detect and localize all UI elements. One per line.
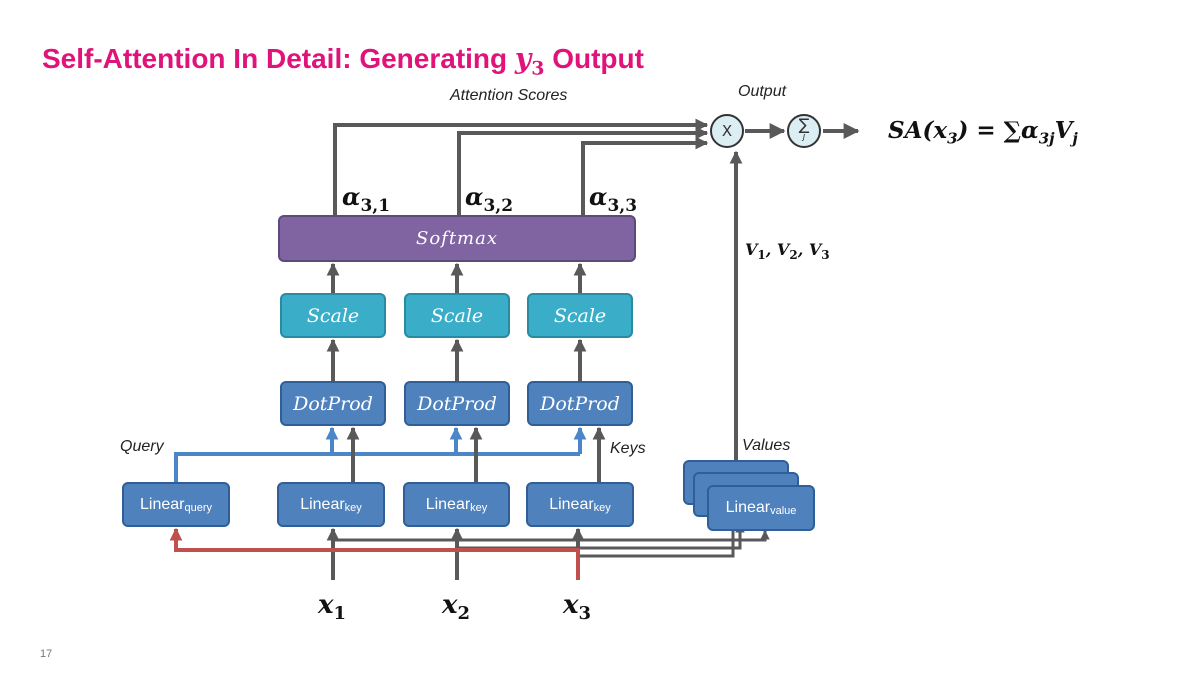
output-formula: SA(x3) = ∑α3jVj (888, 117, 1078, 148)
multiply-node: X (710, 114, 744, 148)
dotprod-box-1: DotProd (280, 381, 386, 426)
values-label: Values (742, 437, 791, 454)
input-x3: x3 (563, 590, 592, 625)
alpha-31-label: α3,1 (342, 182, 391, 216)
input-x2: x2 (442, 590, 471, 625)
page-number: 17 (40, 648, 53, 660)
output-label: Output (738, 83, 787, 100)
scale-box-1: Scale (280, 293, 386, 338)
scale-box-2: Scale (404, 293, 510, 338)
query-label: Query (120, 438, 164, 455)
page-title: Self-Attention In Detail: Generating y3 … (42, 42, 644, 80)
softmax-box: Softmax (278, 215, 636, 262)
x3-value-bus (580, 519, 738, 558)
input-x1: x1 (318, 590, 347, 625)
x3-query-line (169, 527, 580, 580)
x1-value-bus (333, 530, 770, 542)
query-line (174, 452, 580, 482)
sum-node: ∑j (787, 114, 821, 148)
alpha-31-arrow (333, 118, 709, 215)
sum-index: j (802, 132, 806, 142)
scale-box-3: Scale (527, 293, 633, 338)
title-math-y3: y3 (514, 42, 545, 80)
x2-value-bus (457, 523, 745, 550)
alpha-33-arrow (581, 136, 709, 215)
alpha-33-label: α3,3 (589, 182, 638, 216)
alpha-32-arrow (457, 126, 709, 215)
alpha-32-label: α3,2 (465, 182, 514, 216)
sum-symbol: ∑ (798, 115, 810, 134)
values-vectors-label: V1, V2, V3 (745, 240, 830, 263)
keys-label: Keys (610, 440, 646, 457)
attention-scores-label: Attention Scores (450, 87, 568, 104)
dotprod-box-3: DotProd (527, 381, 633, 426)
dotprod-box-2: DotProd (404, 381, 510, 426)
multiply-symbol: X (721, 122, 733, 140)
